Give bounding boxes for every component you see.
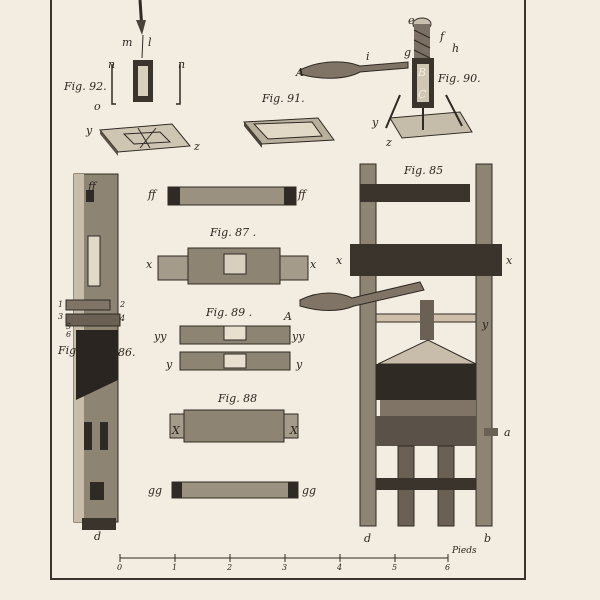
scale-tick-4: 4: [337, 563, 343, 572]
engraving-plate: [50, 0, 526, 580]
letter-y-fig90: y: [372, 116, 379, 129]
letter-ff-fig86: ff: [88, 180, 96, 193]
fig89-label: Fig. 89 .: [206, 306, 253, 319]
fig91-drawing: [242, 117, 335, 148]
letter-o: o: [94, 100, 101, 113]
letter-f: f: [440, 30, 445, 43]
fig86-label-b: 86.: [118, 346, 136, 359]
num-3: 3: [58, 312, 64, 321]
num-1: 1: [58, 300, 64, 309]
letter-d-fig86: d: [94, 530, 102, 543]
letter-C: C: [418, 88, 427, 101]
letter-z-fig90: z: [386, 136, 392, 149]
letter-X-fig88-left: X: [172, 424, 180, 437]
scale-tick-5: 5: [392, 563, 398, 572]
fig92-drawing: [99, 0, 191, 156]
letter-gg-left: gg: [148, 484, 163, 497]
fig90-drawing: [299, 17, 473, 139]
num-6: 6: [66, 330, 72, 339]
letter-A-fig90: A: [296, 66, 304, 79]
scale-tick-2: 2: [227, 563, 233, 572]
letter-x-fig87-left: x: [146, 258, 153, 271]
scale-tick-6: 6: [445, 563, 451, 572]
num-4: 4: [120, 314, 126, 323]
letter-ff-left: ff: [148, 188, 156, 201]
letter-X-fig88-right: X: [290, 424, 298, 437]
fig86-drawing: [65, 173, 121, 530]
scale-tick-3: 3: [282, 563, 288, 572]
fig85-label: Fig. 85: [404, 164, 444, 177]
letter-x-fig87-right: x: [310, 258, 317, 271]
letter-h: h: [452, 42, 460, 55]
letter-z-fig92: z: [194, 140, 200, 153]
letter-x-fig85-right: x: [506, 254, 513, 267]
scale-unit: Pieds: [452, 546, 477, 556]
fig88-label: Fig. 88: [218, 392, 258, 405]
num-5: 5: [66, 322, 72, 331]
scale-tick-1: 1: [172, 563, 178, 572]
center-pieces-drawing: [157, 186, 309, 499]
letter-d-fig85: d: [364, 532, 372, 545]
letter-l: l: [148, 36, 152, 49]
letter-ff-right: ff: [298, 188, 306, 201]
letter-y-fig89-right: y: [296, 358, 303, 371]
fig87-label: Fig. 87 .: [210, 226, 257, 239]
letter-y-fig89-left: y: [166, 358, 173, 371]
letter-n-right: n: [178, 58, 186, 71]
letter-g: g: [404, 46, 412, 59]
num-2: 2: [120, 300, 126, 309]
letter-y-fig85: y: [482, 318, 489, 331]
letter-gg-right: gg: [302, 484, 317, 497]
letter-e: e: [408, 14, 415, 27]
fig90-label: Fig. 90.: [438, 72, 481, 85]
letter-i: i: [366, 50, 370, 63]
scale-bar-drawing: [119, 554, 449, 562]
fig91-label: Fig. 91.: [262, 92, 305, 105]
letter-B: B: [418, 66, 427, 79]
scale-tick-0: 0: [117, 563, 123, 572]
letter-yy-left: yy: [154, 330, 167, 343]
letter-m: m: [122, 36, 133, 49]
letter-A-fig89: A: [284, 310, 292, 323]
fig85-drawing: [299, 163, 502, 527]
letter-yy-right: yy: [292, 330, 305, 343]
fig86-label-a: Fig: [58, 344, 77, 357]
letter-b-fig85: b: [484, 532, 492, 545]
letter-n-left: n: [108, 58, 116, 71]
letter-x-fig85-left: x: [336, 254, 343, 267]
letter-a-fig85: a: [504, 426, 511, 439]
fig92-label: Fig. 92.: [64, 80, 107, 93]
letter-y-fig92: y: [86, 124, 93, 137]
